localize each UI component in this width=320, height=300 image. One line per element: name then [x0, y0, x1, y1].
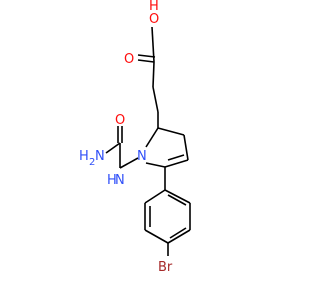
bond-ph-6 [164, 189, 191, 204]
bond-chain-1 [152, 61, 155, 88]
bond-cooh-c-o-double-a [137, 59, 155, 63]
atom-label-nh-h: H [107, 173, 117, 188]
bond-ph-3 [144, 229, 169, 244]
bond-ph-inner-2 [169, 227, 187, 239]
bond-n-nh [119, 157, 139, 169]
atom-label-br: Br [158, 260, 173, 275]
bond-ring-n-c5 [145, 162, 166, 168]
atom-label-nh2-n: N [95, 149, 105, 164]
atom-label-oh-h: H [149, 0, 159, 14]
bond-ph-1 [144, 189, 166, 204]
bond-cooh-c-o-double-b [137, 54, 156, 58]
bond-ring-c3-c4 [183, 134, 189, 161]
atom-labels: O H O O H N 2 N H N Br [79, 0, 173, 275]
atom-label-nh2-h: H [79, 149, 89, 164]
molecule-structure: O H O O H N 2 N H N Br [79, 0, 191, 275]
atom-label-carbonyl-o: O [124, 52, 134, 67]
bond-ring-c4-c5 [164, 159, 189, 168]
atom-label-ring-n: N [137, 149, 147, 164]
atom-label-oh-o: O [149, 12, 159, 27]
bonds [105, 26, 191, 256]
atom-label-nh-n: N [115, 173, 125, 188]
atom-label-urea-o: O [115, 113, 125, 128]
atom-label-nh2-sub: 2 [89, 157, 95, 168]
bond-chain-2 [152, 86, 159, 113]
bond-ring-c2-n [145, 127, 159, 148]
bond-ring-c4-c5-inner [167, 154, 185, 161]
bond-ph-inner-3 [167, 194, 187, 206]
bond-ring-c2-c3 [157, 127, 185, 136]
bond-c-nh2 [105, 142, 121, 154]
bond-ph-4 [167, 229, 191, 244]
